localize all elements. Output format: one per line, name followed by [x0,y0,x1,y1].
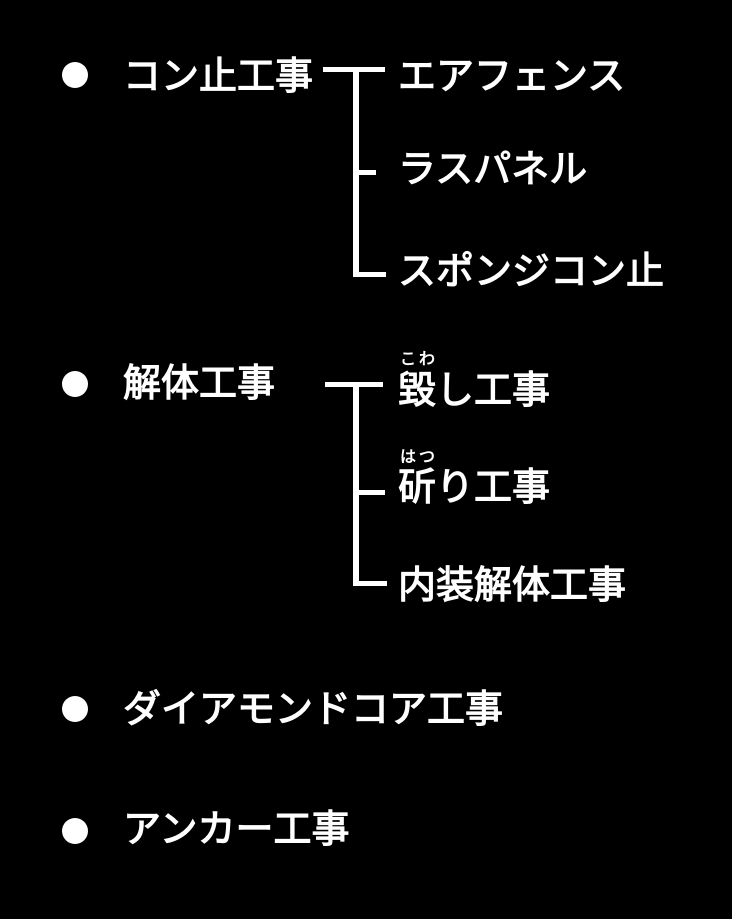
group-label-demolition: 解体工事 [123,363,276,405]
child-label-sponge-concrete-stop: スポンジコン止 [398,251,665,293]
child-label-hatsuri-work: 斫り工事 [398,467,551,509]
connector-branch-line [357,272,386,277]
bullet-icon [62,371,88,397]
group-label-diamond-core: ダイアモンドコア工事 [123,689,504,731]
group-label-anchor: アンカー工事 [123,809,350,851]
connector-vertical-line [353,67,359,277]
child-label-air-fence: エアフェンス [398,56,626,98]
bullet-icon [62,62,88,88]
bullet-icon [62,818,88,844]
child-label-kowashi-work: 毀し工事 [398,370,551,412]
connector-branch-line [357,490,385,495]
child-label-lath-panel: ラスパネル [398,149,588,191]
child-label-interior-demolition: 内装解体工事 [398,565,627,607]
connector-branch-line [357,170,376,175]
connector-vertical-line [353,382,359,586]
connector-branch-line [357,581,387,586]
furigana-hatsu: はつ [400,449,439,466]
bullet-icon [62,696,88,722]
furigana-kowa: こわ [400,351,439,368]
group-label-concrete-stop: コン止工事 [123,56,314,98]
